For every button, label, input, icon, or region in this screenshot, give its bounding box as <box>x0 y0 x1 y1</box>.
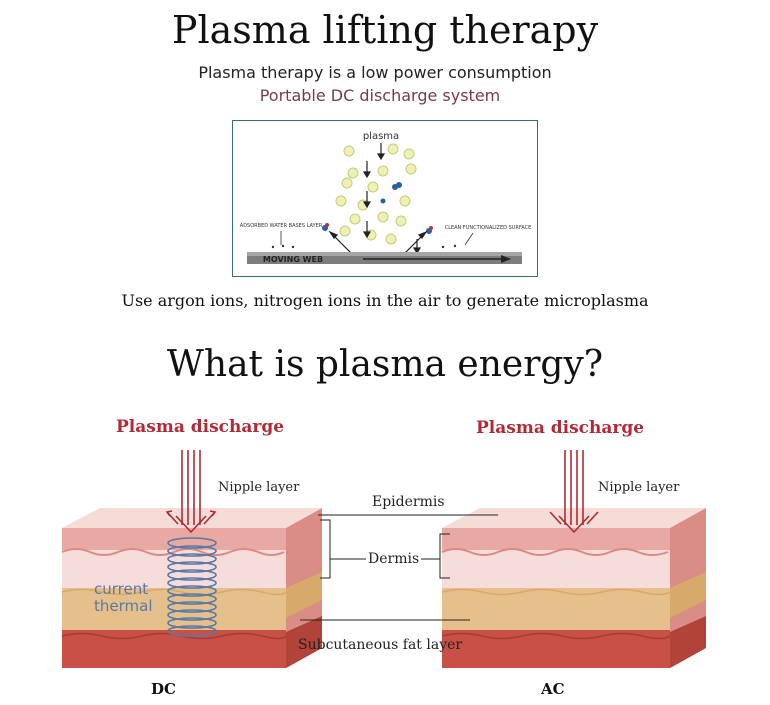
dc-discharge-arrows <box>165 450 217 534</box>
moving-web-label: MOVING WEB <box>263 255 323 264</box>
plasma-figure: plasma <box>232 120 538 277</box>
dc-skin-block <box>61 450 322 668</box>
subtitle-secondary: Portable DC discharge system <box>259 86 501 105</box>
clean-surface-label: CLEAN FUNCTIONALIZED SURFACE <box>445 225 532 231</box>
dermis-label: Dermis <box>366 551 422 567</box>
ac-discharge-arrows <box>549 450 599 534</box>
dc-label: DC <box>151 680 176 698</box>
right-discharge-label: Plasma discharge <box>476 418 645 438</box>
current-label: current <box>94 580 149 598</box>
ac-skin-block <box>441 450 706 668</box>
section-title: What is plasma energy? <box>166 344 604 385</box>
plasma-label: plasma <box>363 131 399 142</box>
ac-label: AC <box>541 680 565 698</box>
left-discharge-label: Plasma discharge <box>116 417 285 437</box>
thermal-coils <box>167 537 217 637</box>
subtitle: Plasma therapy is a low power consumptio… <box>198 63 552 82</box>
fat-layer-label: Subcutaneous fat layer <box>298 637 463 653</box>
plasma-illustration: plasma <box>240 131 532 264</box>
moving-web-bar <box>247 252 522 264</box>
adsorbed-label: ADSORBED WATER BASES LAYER <box>240 223 323 229</box>
skin-diagram <box>61 450 706 668</box>
label-connectors <box>300 514 498 621</box>
figure-caption: Use argon ions, nitrogen ions in the air… <box>121 291 649 310</box>
plasma-particles <box>335 143 417 245</box>
epidermis-label: Epidermis <box>370 494 447 510</box>
page-title: Plasma lifting therapy <box>171 8 599 52</box>
right-nipple-label: Nipple layer <box>598 480 680 495</box>
left-nipple-label: Nipple layer <box>218 480 300 495</box>
thermal-label: thermal <box>94 597 153 615</box>
